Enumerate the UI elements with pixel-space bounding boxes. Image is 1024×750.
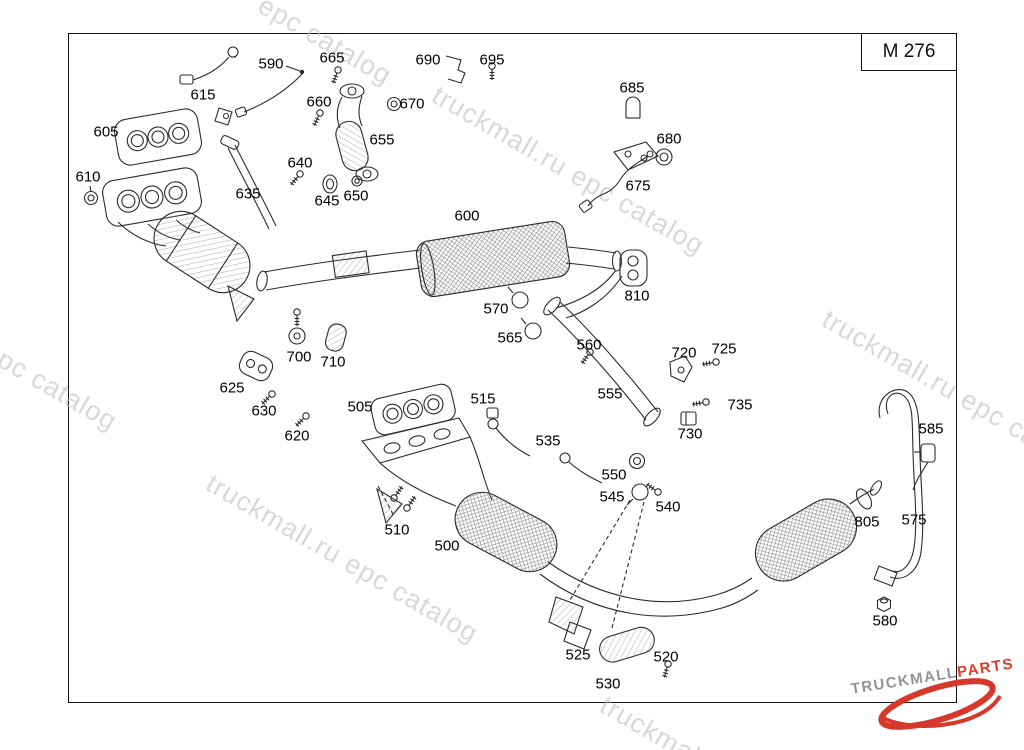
sleeve-530 [599, 626, 655, 663]
part-number-label: 600 [454, 207, 480, 225]
part-number-label: 645 [314, 192, 340, 210]
part-number-label: 510 [384, 521, 410, 539]
part-number-label: 615 [190, 86, 216, 104]
part-number-label: 810 [624, 287, 650, 305]
part-number-label: 505 [347, 398, 373, 416]
part-number-label: 675 [625, 177, 651, 195]
part-number-label: 635 [235, 185, 261, 203]
part-number-label: 535 [535, 432, 561, 450]
gasket-605 [113, 108, 203, 166]
part-number-label: 545 [599, 488, 625, 506]
pipe-575 [873, 389, 924, 587]
sensor-585 [912, 443, 936, 491]
logo-swoosh-icon [878, 678, 1002, 730]
oxygen-sensor-535 [559, 452, 603, 484]
clip-730 [680, 411, 697, 426]
center-muffler-600 [415, 220, 571, 298]
diagram-border [68, 33, 957, 703]
oxygen-sensor-675 [578, 150, 654, 213]
truckmall-logo: TRUCKMALLPARTS [842, 642, 1024, 750]
part-number-label: 520 [653, 648, 679, 666]
part-number-label: 650 [343, 187, 369, 205]
part-number-label: 805 [854, 513, 880, 531]
bracket-720 [669, 355, 693, 383]
part-number-label: 590 [258, 55, 284, 73]
part-number-label: 575 [901, 511, 927, 529]
bracket-525 [548, 596, 584, 635]
model-code: M 276 [882, 41, 936, 62]
sensor-lead-590 [234, 65, 305, 118]
part-number-label: 610 [75, 168, 101, 186]
part-number-label: 655 [369, 131, 395, 149]
part-number-label: 565 [497, 329, 523, 347]
part-number-label: 620 [284, 427, 310, 445]
part-number-label: 530 [595, 675, 621, 693]
model-code-box: M 276 [861, 33, 957, 71]
part-number-label: 580 [872, 612, 898, 630]
part-number-label: 500 [434, 537, 460, 555]
flex-pipe-655 [335, 83, 379, 182]
part-number-label: 630 [251, 402, 277, 420]
part-number-label: 665 [319, 49, 345, 67]
part-number-label: 720 [671, 344, 697, 362]
part-number-label: 680 [656, 130, 682, 148]
part-number-label: 700 [286, 348, 312, 366]
part-number-label: 625 [219, 379, 245, 397]
part-number-label: 640 [287, 154, 313, 172]
part-number-label: 555 [597, 385, 623, 403]
part-number-label: 540 [655, 498, 681, 516]
nut-580 [876, 596, 892, 613]
clamp-805 [855, 488, 873, 510]
oxygen-sensor-615 [179, 46, 239, 85]
part-number-label: 605 [93, 123, 119, 141]
part-number-label: 730 [677, 425, 703, 443]
front-catalytic-converter [153, 210, 251, 294]
lower-manifold-500 [361, 417, 558, 573]
rubber-hanger-810 [619, 249, 648, 287]
clip-685 [625, 96, 641, 118]
part-number-label: 735 [727, 396, 753, 414]
part-number-label: 560 [576, 336, 602, 354]
part-number-label: 670 [399, 95, 425, 113]
part-number-label: 725 [711, 340, 737, 358]
part-number-label: 570 [483, 300, 509, 318]
part-number-label: 515 [470, 390, 496, 408]
oxygen-sensor-515 [486, 407, 531, 457]
part-number-label: 695 [479, 51, 505, 69]
flange-610 [102, 167, 202, 227]
part-number-label: 525 [565, 646, 591, 664]
part-number-label: 660 [306, 93, 332, 111]
part-number-label: 685 [619, 79, 645, 97]
pipe-635 [220, 135, 277, 230]
rear-catalytic-converter [754, 498, 858, 582]
part-number-label: 690 [415, 51, 441, 69]
part-number-label: 550 [601, 466, 627, 484]
part-number-label: 585 [918, 420, 944, 438]
part-number-label: 710 [320, 353, 346, 371]
rubber-mount-625 [238, 350, 274, 382]
bracket-690 [445, 55, 466, 84]
